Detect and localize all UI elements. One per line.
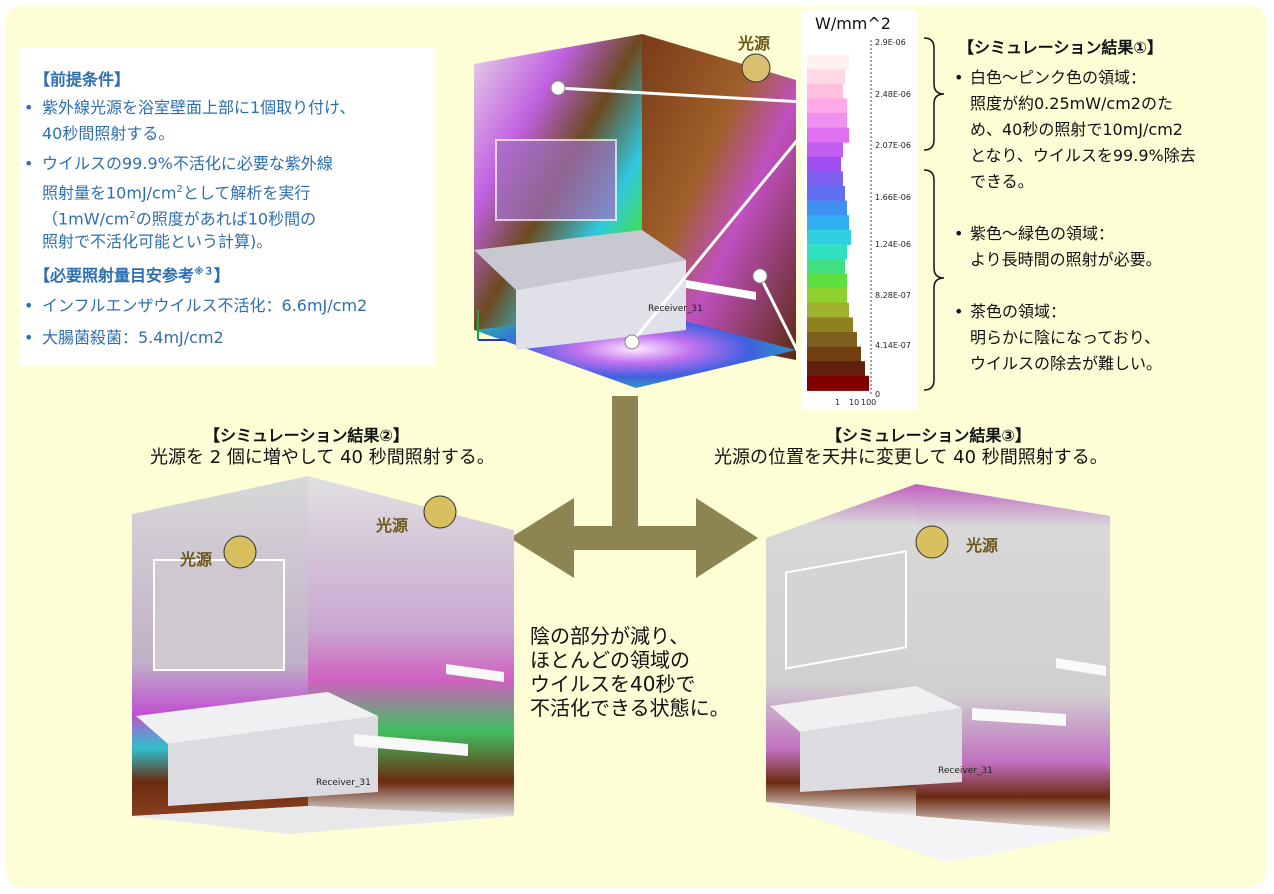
light-source-label: 光源	[180, 550, 213, 569]
reference-item: 大腸菌殺菌：5.4mJ/cm2	[42, 328, 224, 347]
receiver-label: Receiver_31	[938, 766, 993, 776]
scale-bar	[807, 346, 861, 362]
conditions-heading: 【前提条件】	[34, 70, 131, 89]
scale-bar	[807, 375, 869, 391]
scale-unit: W/mm^2	[815, 14, 891, 33]
center-note-line: ウイルスを40秒で	[530, 672, 696, 696]
reference-item: インフルエンザウイルス不活化：6.6mJ/cm2	[42, 296, 368, 315]
scale-tick: 4.14E-07	[875, 341, 911, 350]
scale-tick: 1.66E-06	[875, 193, 911, 202]
scale-bar	[807, 273, 847, 289]
scale-bar	[807, 98, 847, 114]
color-scale: W/mm^2 2.9E-06 2.48E-06 2.07E-06 1.66E-0…	[801, 10, 917, 410]
result1-line: 白色～ピンク色の領域：	[970, 68, 1147, 87]
result3-subtitle: 光源の位置を天井に変更して 40 秒間照射する。	[714, 447, 1108, 468]
result3-title: 【シミュレーション結果③】	[826, 426, 1031, 445]
result2-title: 【シミュレーション結果②】	[204, 426, 409, 445]
scale-bar	[807, 200, 847, 216]
scale-bar	[807, 113, 847, 129]
bullet: •	[24, 154, 34, 173]
simulation-2-render	[128, 476, 518, 836]
simulation-3-render	[766, 482, 1116, 866]
result1-line: 照度が約0.25mW/cm2のた	[970, 94, 1173, 113]
conditions-box: 【前提条件】 • 紫外線光源を浴室壁面上部に1個取り付け、 40秒間照射する。 …	[20, 48, 436, 366]
scale-bottom-label: 1	[835, 398, 841, 407]
scale-bars	[807, 40, 872, 396]
condition-line: 照射量を10mJ/cm2として解析を実行	[42, 183, 311, 203]
center-note: 陰の部分が減り、 ほとんどの領域の ウイルスを40秒で 不活化できる状態に。	[530, 624, 730, 720]
scale-bar	[807, 302, 849, 318]
scale-bar	[807, 317, 853, 333]
center-note-line: 陰の部分が減り、	[530, 624, 690, 648]
simulation-1-render	[466, 30, 806, 390]
scale-bar	[807, 244, 847, 260]
scale-bar	[807, 40, 847, 56]
scale-tick: 1.24E-06	[875, 240, 911, 249]
condition-line: 紫外線光源を浴室壁面上部に1個取り付け、	[42, 98, 356, 117]
result1-line: め、40秒の照射で10mJ/cm2	[970, 120, 1183, 139]
center-note-line: ほとんどの領域の	[530, 648, 690, 672]
result2-subtitle: 光源を 2 個に増やして 40 秒間照射する。	[150, 447, 495, 468]
scale-tick: 8.28E-07	[875, 291, 911, 300]
condition-line: （1mW/cm2の照度があれば10秒間の	[42, 209, 317, 229]
condition-line: ウイルスの99.9%不活化に必要な紫外線	[42, 154, 333, 173]
result1-title: 【シミュレーション結果①】	[958, 38, 1163, 57]
scale-bottom-label: 100	[861, 398, 877, 407]
scale-tick: 0	[875, 390, 881, 399]
light-source-label: 光源	[966, 536, 999, 555]
result1-line: できる。	[970, 172, 1034, 191]
bullet: •	[954, 224, 964, 243]
scale-bar	[807, 259, 845, 275]
result1-line: 茶色の領域：	[970, 302, 1067, 321]
result1-line: ウイルスの除去が難しい。	[970, 354, 1163, 373]
branch-arrow	[510, 396, 758, 578]
bullet: •	[954, 68, 964, 87]
scale-bar	[807, 142, 843, 158]
light-source-label: 光源	[738, 34, 771, 53]
scale-bar	[807, 171, 843, 187]
result1-line: 明らかに陰になっており、	[970, 328, 1161, 347]
scale-bar	[807, 186, 845, 202]
bullet: •	[24, 328, 34, 347]
result1-line: となり、ウイルスを99.9%除去	[970, 146, 1196, 165]
scale-bar	[807, 83, 843, 99]
result1-line: より長時間の照射が必要。	[970, 250, 1162, 269]
scale-bar	[807, 229, 851, 245]
braces	[923, 37, 945, 391]
condition-line: 40秒間照射する。	[42, 124, 175, 143]
result1-line: 紫色～緑色の領域：	[970, 224, 1115, 243]
condition-line: 照射で不活化可能という計算)。	[42, 232, 273, 251]
scale-tick: 2.48E-06	[875, 90, 911, 99]
center-note-line: 不活化できる状態に。	[530, 696, 730, 720]
bullet: •	[24, 98, 34, 117]
scale-bar	[807, 54, 849, 70]
scale-bar	[807, 156, 841, 172]
bullet: •	[24, 296, 34, 315]
bullet: •	[954, 302, 964, 321]
scale-bottom-label: 10	[849, 398, 860, 407]
scale-bar	[807, 361, 865, 377]
scale-bar	[807, 332, 857, 348]
scale-bar	[807, 288, 847, 304]
scale-bar	[807, 127, 849, 143]
scale-tick: 2.07E-06	[875, 141, 911, 150]
receiver-label: Receiver_31	[648, 304, 703, 314]
light-source-label: 光源	[376, 516, 409, 535]
scale-bar	[807, 215, 849, 231]
scale-bar	[807, 69, 845, 85]
reference-heading: 【必要照射量目安参考※３】	[34, 266, 230, 285]
receiver-label: Receiver_31	[316, 778, 371, 788]
scale-tick: 2.9E-06	[875, 38, 906, 47]
